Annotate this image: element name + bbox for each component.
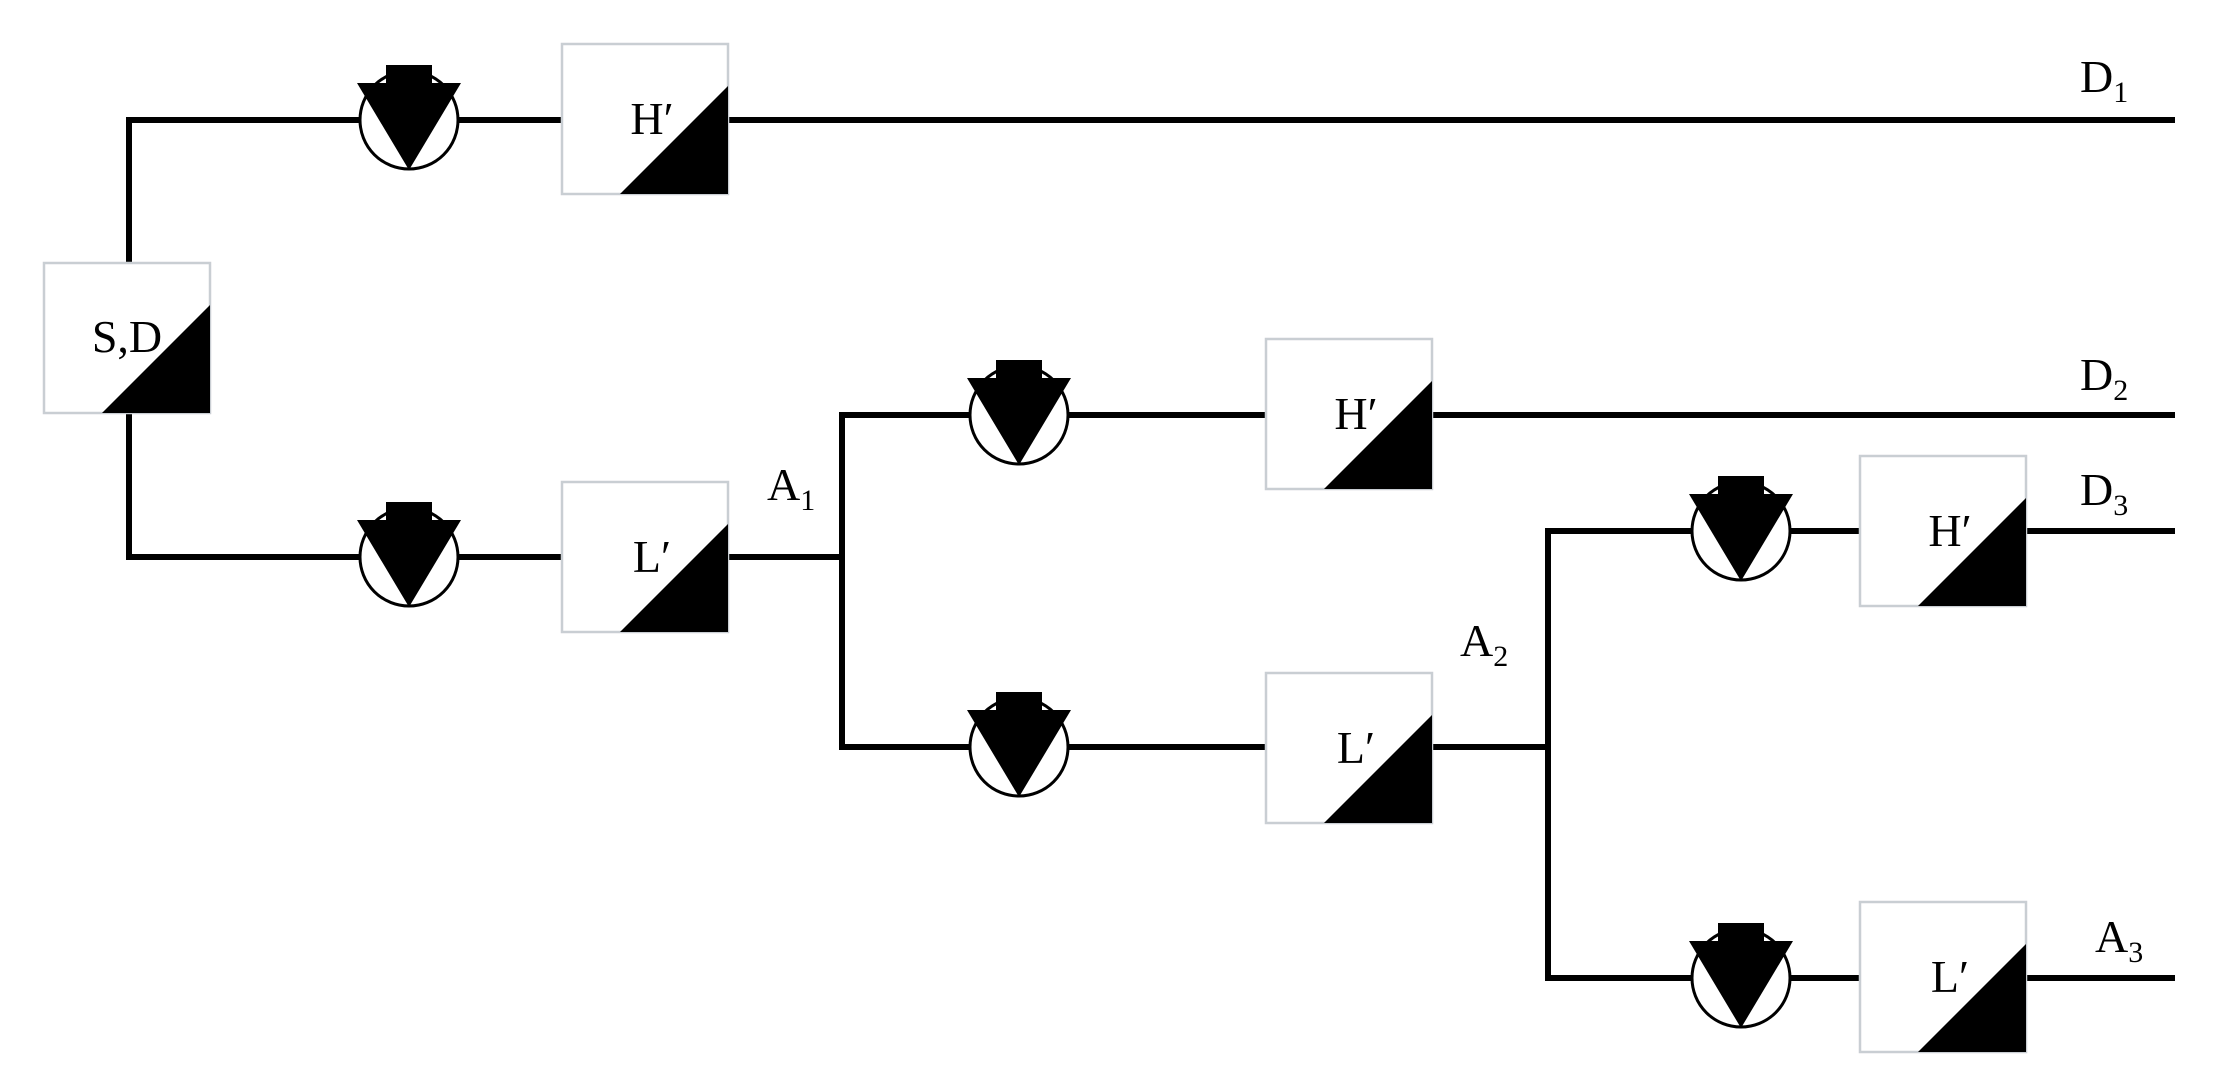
output-label-d2: D2 (2080, 349, 2128, 407)
filter-label-l2: L′ (1337, 722, 1375, 773)
filter-box-l-level2: L′ (1264, 671, 1434, 825)
node-label-a1: A1 (767, 459, 815, 517)
filter-label-l1: L′ (633, 531, 671, 582)
filter-box-l-level3: L′ (1858, 900, 2028, 1054)
output-label-a3: A3 (2095, 911, 2143, 969)
connection-wires (126, 117, 2175, 981)
filter-box-h-level1: H′ (560, 42, 730, 196)
wire-source-to-bottom (126, 409, 363, 560)
downsampler-icon (357, 502, 461, 608)
downsampler-icon (357, 65, 461, 171)
downsampler-icon (1689, 923, 1793, 1029)
downsampler-icon (967, 360, 1071, 466)
output-label-d3: D3 (2080, 464, 2128, 522)
filter-label-h3: H′ (1928, 505, 1971, 556)
filter-label-h1: H′ (630, 93, 673, 144)
filter-box-h-level3: H′ (1858, 454, 2028, 608)
downsampler-icon (967, 692, 1071, 798)
wire-source-to-top (126, 117, 363, 265)
filter-box-h-level2: H′ (1264, 337, 1434, 491)
filter-box-l-level1: L′ (560, 480, 730, 634)
node-label-a2: A2 (1460, 615, 1508, 673)
filter-label-l3: L′ (1931, 951, 1969, 1002)
source-box: S,D (42, 261, 212, 415)
source-label: S,D (92, 311, 162, 362)
downsampler-icon (1689, 476, 1793, 582)
output-label-d1: D1 (2080, 51, 2128, 109)
filter-label-h2: H′ (1334, 388, 1377, 439)
